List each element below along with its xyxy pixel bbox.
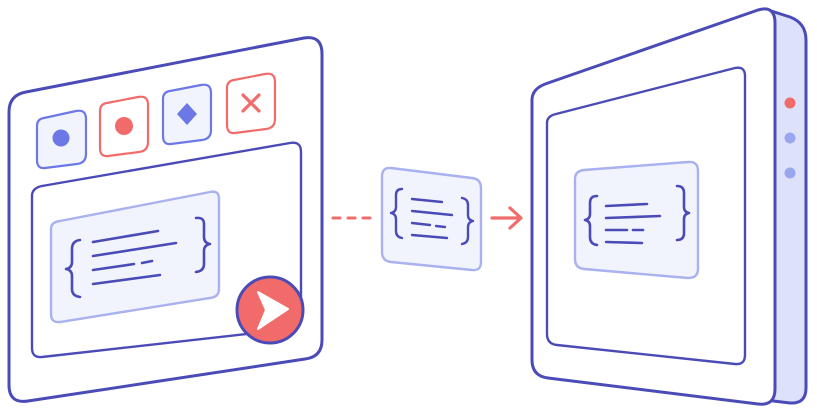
code-lines xyxy=(604,202,662,245)
editor-toolbar xyxy=(35,72,277,170)
curly-braces-icon xyxy=(583,184,691,247)
code-lines xyxy=(410,197,454,240)
target-device xyxy=(530,7,808,406)
curly-braces-icon xyxy=(64,216,212,299)
led-red xyxy=(784,97,796,109)
toolbar-button-diamond[interactable] xyxy=(161,83,213,146)
toolbar-button-close[interactable] xyxy=(225,72,277,135)
code-lines xyxy=(91,229,178,286)
close-icon xyxy=(241,93,261,113)
diamond-icon xyxy=(177,103,197,125)
circle-icon xyxy=(52,129,70,147)
status-leds xyxy=(784,97,796,179)
record-icon xyxy=(115,117,133,135)
led-blue xyxy=(784,132,796,144)
curly-braces-icon xyxy=(389,187,475,246)
transfer-code-card xyxy=(380,166,483,272)
editor-window xyxy=(7,36,324,403)
arrow-right-icon xyxy=(490,206,523,230)
play-icon xyxy=(257,291,289,330)
toolbar-button-circle[interactable] xyxy=(35,109,88,170)
device-code-card xyxy=(573,160,700,280)
transfer-connector xyxy=(331,166,523,272)
toolbar-button-record[interactable] xyxy=(98,95,150,158)
editor-code-card xyxy=(49,190,221,324)
run-button[interactable] xyxy=(235,275,305,345)
led-blue xyxy=(784,167,796,179)
